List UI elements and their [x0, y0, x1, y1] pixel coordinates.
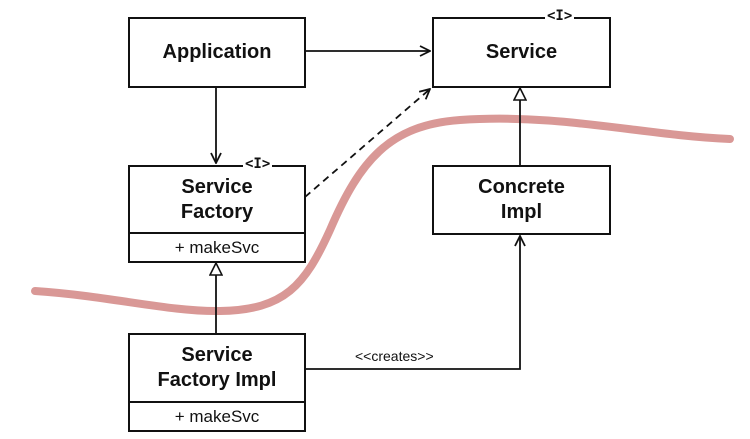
- dependency-factory-service: [304, 89, 430, 198]
- class-name: Application: [162, 41, 272, 63]
- creates-label: <<creates>>: [355, 348, 434, 364]
- interface-stereotype: <I>: [545, 8, 575, 24]
- class-name-line: Factory Impl: [157, 369, 277, 391]
- class-name-line: Concrete: [478, 176, 565, 198]
- operation: + makeSvc: [130, 401, 304, 430]
- class-application[interactable]: Application: [128, 17, 306, 88]
- architecture-boundary-curve: [31, 114, 734, 316]
- class-name: Service: [485, 41, 558, 63]
- creates-relation: [305, 236, 520, 370]
- class-name-line: Service: [181, 344, 253, 366]
- class-name-line: Service: [181, 175, 253, 198]
- interface-stereotype: <I>: [243, 156, 273, 172]
- operation: + makeSvc: [130, 232, 304, 261]
- class-service[interactable]: Service: [432, 17, 611, 88]
- class-name-line: Factory: [180, 200, 254, 223]
- class-name-line: Impl: [500, 201, 543, 223]
